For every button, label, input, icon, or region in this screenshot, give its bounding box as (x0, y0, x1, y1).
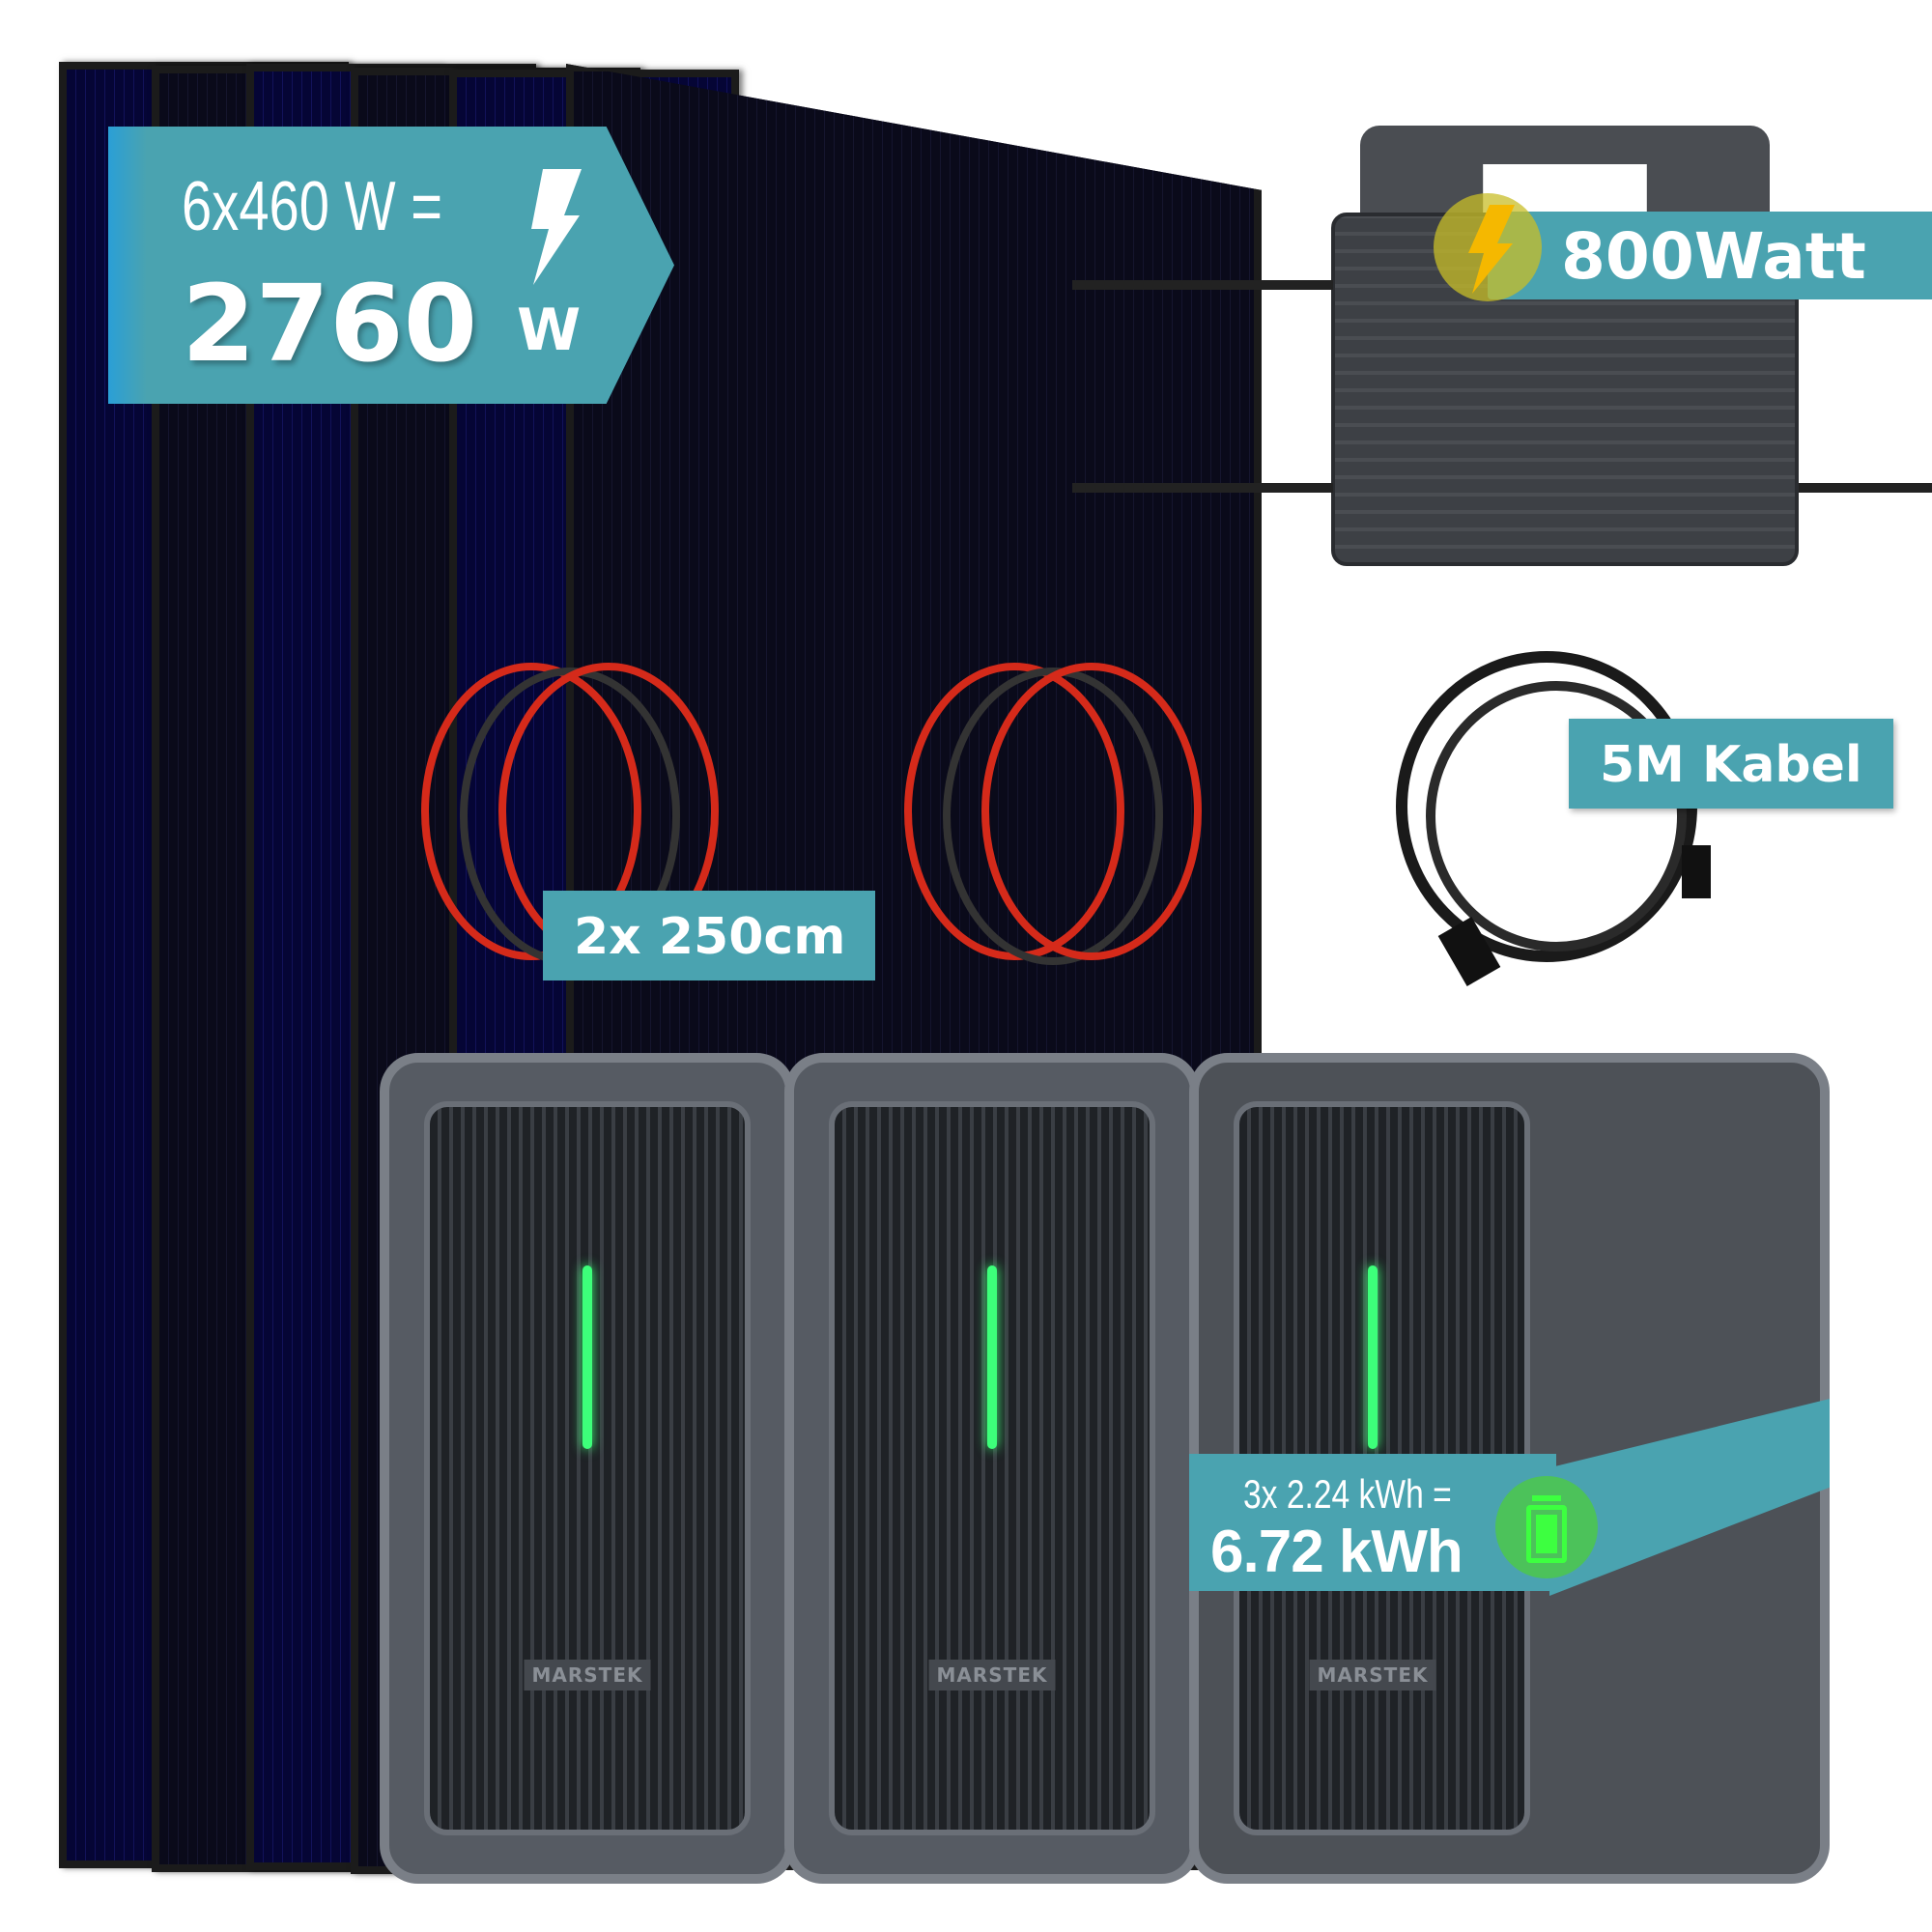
lightning-bolt-icon (1434, 193, 1542, 301)
power-cable-coil (1396, 651, 1711, 986)
microinverter (1331, 126, 1799, 566)
brand-logo: MARSTEK (524, 1660, 651, 1690)
battery-module: MARSTEK (784, 1053, 1200, 1884)
inverter-dc-cable (1072, 483, 1333, 493)
power-cable-label: 5M Kabel (1600, 736, 1862, 794)
solar-cable-badge: 2x 250cm (543, 891, 875, 980)
battery-full-icon (1495, 1476, 1598, 1578)
inverter-power-label: 800Watt (1561, 219, 1866, 294)
battery-grill (829, 1101, 1155, 1835)
inverter-ac-cable (1799, 483, 1932, 493)
status-led (1368, 1265, 1378, 1449)
inverter-power-badge: 800Watt (1488, 212, 1932, 299)
battery-capacity-total: 6.72 kWh (1210, 1519, 1463, 1585)
panel-power-total: 2760 (182, 262, 478, 385)
battery-module: MARSTEK (380, 1053, 795, 1884)
status-led (987, 1265, 997, 1449)
inverter-dc-cable (1072, 280, 1333, 290)
battery-capacity-badge: 3x 2.24 kWh = 6.72 kWh (1189, 1454, 1556, 1591)
battery-capacity-formula: 3x 2.24 kWh = (1243, 1471, 1452, 1517)
brand-logo: MARSTEK (928, 1660, 1056, 1690)
battery-grill (424, 1101, 751, 1835)
lightning-bolt-icon (531, 169, 582, 285)
solar-cable-label: 2x 250cm (574, 908, 846, 966)
brand-logo: MARSTEK (1309, 1660, 1436, 1690)
power-cable-badge: 5M Kabel (1569, 719, 1893, 809)
panel-power-formula: 6x460 W = (182, 168, 443, 245)
panel-power-unit: W (517, 297, 582, 364)
status-led (582, 1265, 592, 1449)
panel-power-badge: 6x460 W = 2760 W (108, 127, 674, 404)
